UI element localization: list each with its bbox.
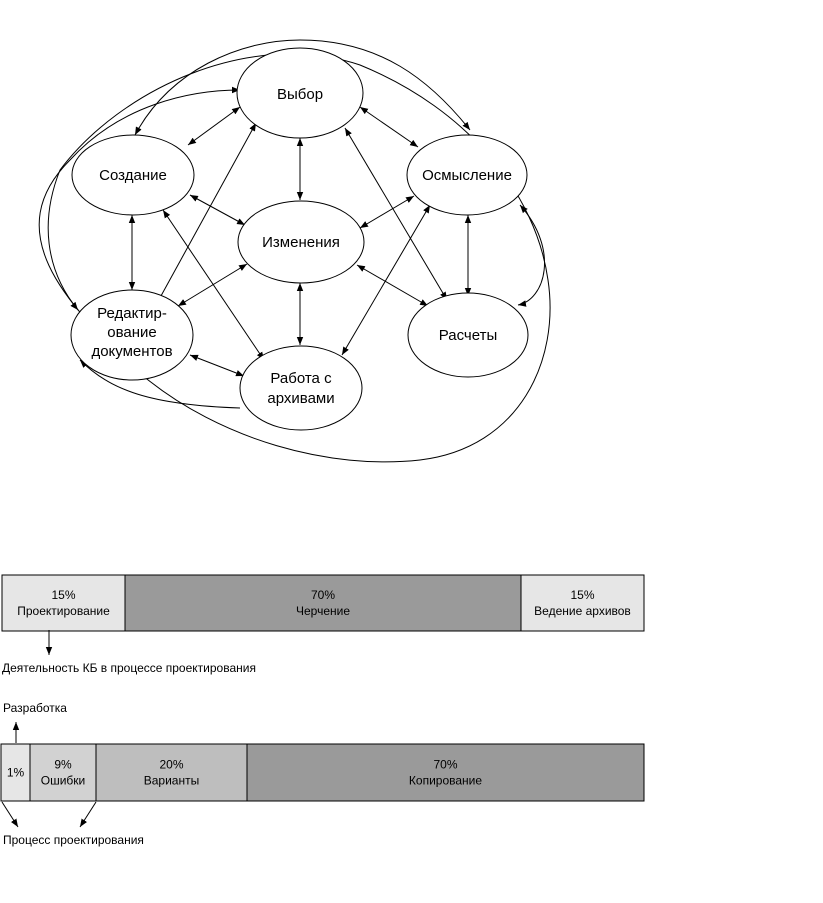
node-raschety-label: Расчеты [439,327,498,344]
node-vybor: Выбор [236,47,364,139]
diagonal-arrow-icon [79,801,97,828]
connection-arrows [128,106,472,377]
bar-segment-percent: 15% [51,588,75,602]
node-redakt-line1: Редактир- [97,305,167,322]
bar-segment [29,743,97,802]
diagonal-arrow-icon [1,801,19,828]
bar-segment-percent: 70% [311,588,335,602]
bar-segment-label: Ведение архивов [534,604,631,618]
bar1-caption: Деятельность КБ в процессе проектировани… [2,661,256,675]
bar-segment [520,574,645,632]
node-archiv-line2: архивами [267,390,334,407]
bar-kb-activity: 15% Проектирование 70% Черчение 15% Ведение а… [1,574,645,632]
outer-loop-top-right [134,39,471,136]
bar2-bottom-caption: Процесс проектирования [3,833,144,847]
bar-segment-label: Варианты [144,774,199,788]
outer-loop-right [517,204,545,307]
node-redakt-line2: ование [107,324,157,341]
bar-segment-label: Проектирование [17,604,110,618]
bar-segment-percent: 1% [7,766,25,780]
bar-segment-label: Черчение [296,604,350,618]
bar-segment-percent: 9% [54,758,72,772]
node-osmyslenie: Осмысление [406,134,528,216]
bar-segment-label: Копирование [409,774,482,788]
node-osmyslenie-label: Осмысление [422,167,512,184]
node-redakt-line3: документов [91,343,172,360]
outer-loop-bottom [79,359,241,409]
bar-segment [246,743,645,802]
bar-segment [1,574,126,632]
bar-segment [124,574,522,632]
node-rabota-s-archivami: Работа с архивами [239,345,363,431]
bar2-top-caption: Разработка [3,701,67,715]
bar-segment-percent: 15% [570,588,594,602]
node-izmeneniya: Изменения [237,200,365,284]
bar-segment-label: Ошибки [41,774,86,788]
bar-segment-percent: 70% [433,758,457,772]
bar-segment [95,743,248,802]
bar-segment [0,743,31,802]
bar-design-process: 1% 9% Ошибки 20% Варианты 70% Копирование [0,743,645,802]
node-vybor-label: Выбор [277,86,323,103]
bar-segment-percent: 20% [159,758,183,772]
node-archiv-line1: Работа с [270,370,332,387]
node-raschety: Расчеты [407,292,529,378]
node-redaktirovanie: Редактир- ование документов [70,289,194,381]
node-sozdanie: Создание [71,134,195,216]
node-sozdanie-label: Создание [99,167,167,184]
node-izmeneniya-label: Изменения [262,234,340,251]
